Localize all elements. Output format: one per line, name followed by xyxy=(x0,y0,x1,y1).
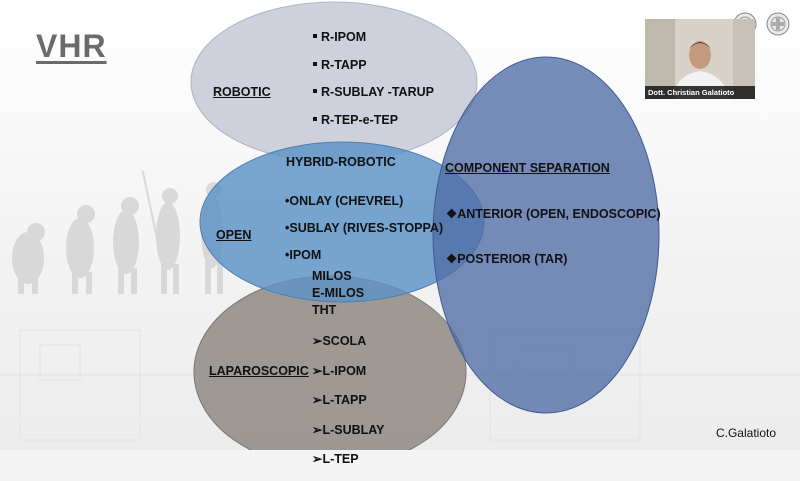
speaker-image xyxy=(645,19,755,99)
venn-diagram xyxy=(190,1,660,450)
open-item: •ONLAY (CHEVREL) xyxy=(285,194,404,208)
component-separation-label: COMPONENT SEPARATION xyxy=(445,161,610,175)
component-separation-circle xyxy=(432,56,660,414)
laparoscopic-label: LAPAROSCOPIC xyxy=(209,364,309,378)
open-laparoscopic-overlap-list: MILOS E-MILOS THT xyxy=(312,269,364,320)
robotic-list: R-IPOM R-TAPP R-SUBLAY -TARUP R-TEP-e-TE… xyxy=(313,30,434,140)
speaker-name: Dott. Christian Galatioto xyxy=(645,86,755,99)
component-separation-item: ❖POSTERIOR (TAR) xyxy=(446,252,568,266)
open-list: •ONLAY (CHEVREL) •SUBLAY (RIVES-STOPPA) … xyxy=(285,194,443,275)
hospital-seal-logo xyxy=(766,12,790,36)
component-separation-list: ❖ANTERIOR (OPEN, ENDOSCOPIC) ❖POSTERIOR … xyxy=(446,206,661,296)
slide-title: VHR xyxy=(36,28,107,64)
overlap-item: E-MILOS xyxy=(312,286,365,300)
component-separation-item: ❖ANTERIOR (OPEN, ENDOSCOPIC) xyxy=(446,207,661,221)
robotic-item: R-SUBLAY -TARUP xyxy=(313,85,434,113)
robotic-item: R-IPOM xyxy=(313,30,434,58)
laparoscopic-list: ➢SCOLA ➢L-IPOM ➢L-TAPP ➢L-SUBLAY ➢L-TEP xyxy=(312,333,385,481)
hybrid-robotic-label: HYBRID-ROBOTIC xyxy=(286,155,396,169)
laparoscopic-item: ➢L-SUBLAY xyxy=(312,422,385,437)
overlap-item: MILOS xyxy=(312,269,352,283)
laparoscopic-item: ➢L-IPOM xyxy=(312,363,367,378)
robotic-item: R-TEP-e-TEP xyxy=(313,113,434,141)
open-item: •SUBLAY (RIVES-STOPPA) xyxy=(285,221,444,235)
open-label: OPEN xyxy=(216,228,252,242)
slide-credit: C.Galatioto xyxy=(715,426,776,440)
overlap-item: THT xyxy=(312,303,337,317)
laparoscopic-item: ➢L-TEP xyxy=(312,452,359,466)
robotic-item: R-TAPP xyxy=(313,58,434,86)
speaker-webcam-video: Dott. Christian Galatioto xyxy=(645,19,755,99)
laparoscopic-item: ➢L-TAPP xyxy=(312,393,367,407)
laparoscopic-item: ➢SCOLA xyxy=(312,334,367,348)
robotic-label: ROBOTIC xyxy=(213,85,271,99)
open-item: •IPOM xyxy=(285,248,322,262)
